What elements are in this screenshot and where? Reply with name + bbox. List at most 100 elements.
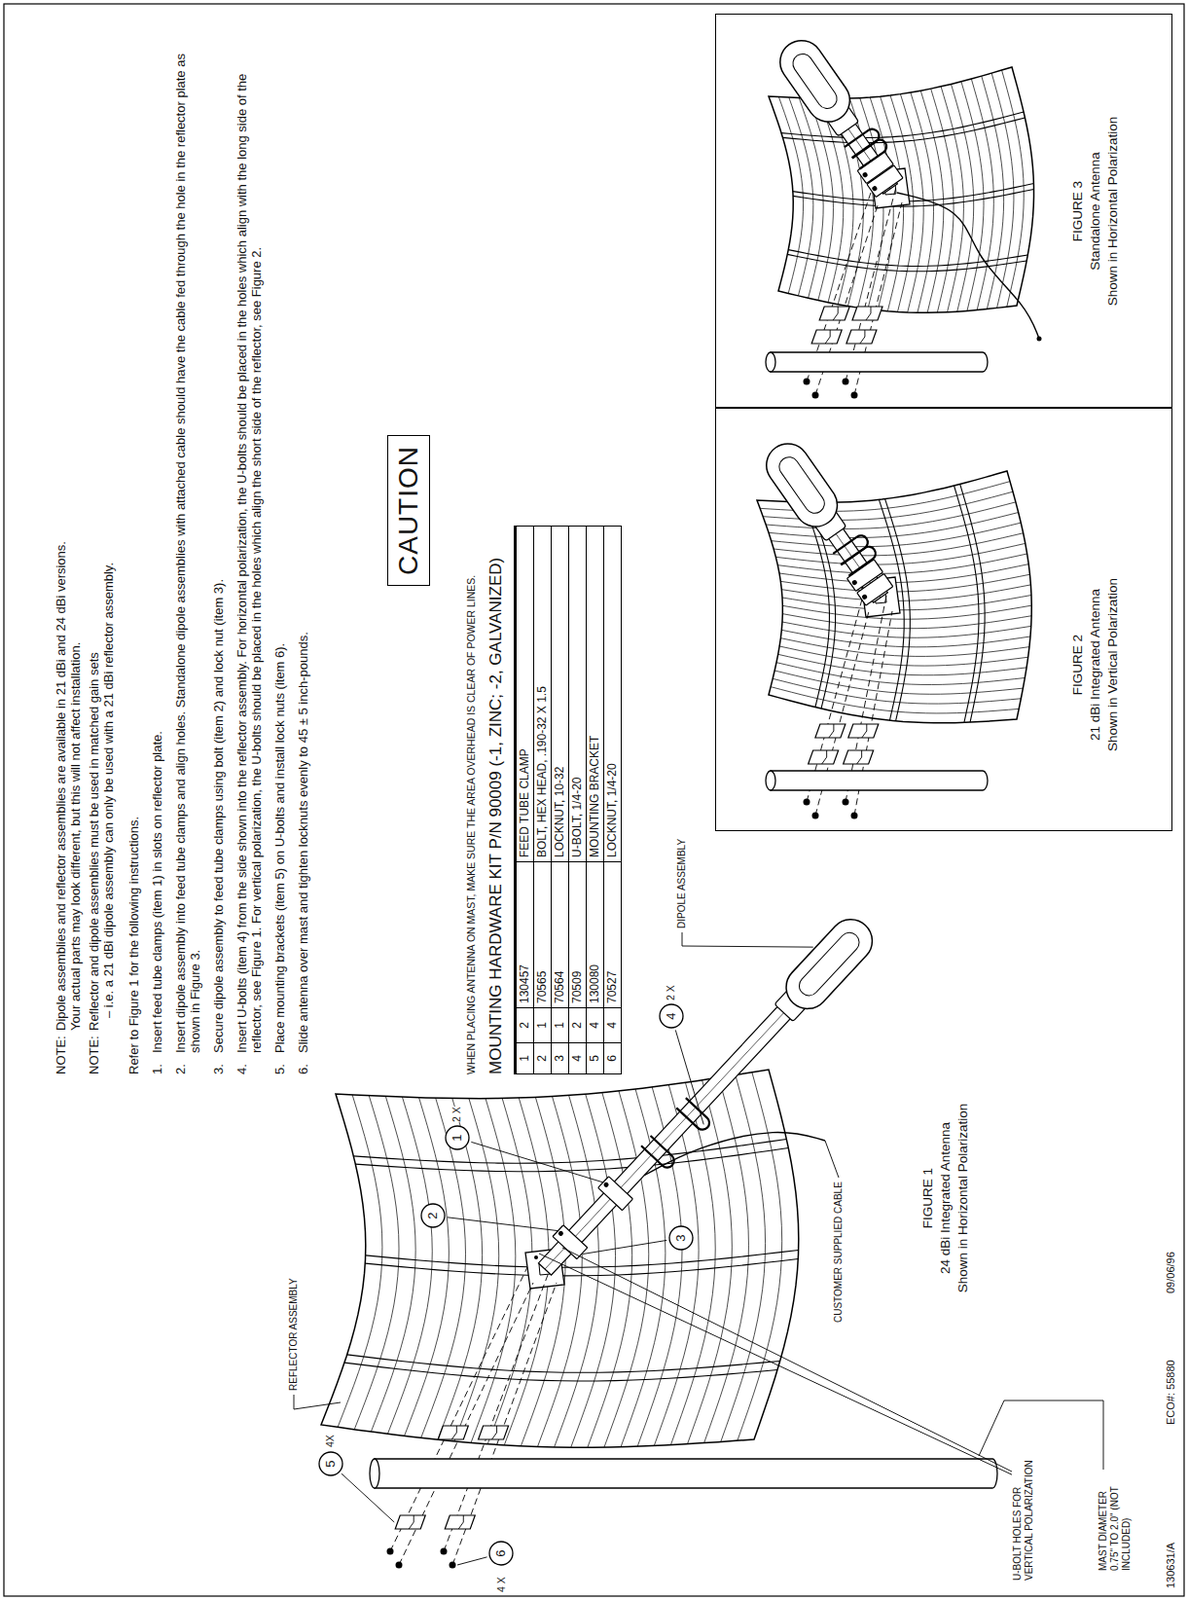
- mast-top: [369, 1458, 380, 1488]
- instruction-text: Reflector and dipole assemblies must be …: [86, 42, 102, 1031]
- table-cell: 2: [533, 1042, 552, 1075]
- leader-line: [539, 1253, 1018, 1477]
- callout-outline: [489, 1541, 513, 1565]
- figure-1-illustration: [321, 910, 998, 1569]
- table-cell: U-BOLT, 1/4-20: [568, 525, 587, 863]
- reflector-rod: [931, 88, 954, 313]
- leader-line: [447, 1217, 559, 1231]
- instruction-text: Insert dipole assembly into feed tube cl…: [173, 42, 203, 1053]
- figure-3-illustration: [765, 32, 1043, 399]
- caution-text: WHEN PLACING ANTENNA ON MAST, MAKE SURE …: [465, 575, 478, 1075]
- table-cell: 3: [550, 1042, 570, 1075]
- reflector-rod: [772, 678, 1021, 704]
- eco-number: ECO#: 55880: [1164, 1359, 1178, 1425]
- lock-nut: [396, 1561, 403, 1569]
- item-marker: 6.: [295, 1052, 311, 1075]
- hardware-table: 12130457FEED TUBE CLAMP2170565BOLT, HEX …: [513, 525, 622, 1075]
- mounting-bracket: [815, 723, 846, 738]
- instruction-row: NOTE:Dipole assemblies and reflector ass…: [53, 42, 69, 1075]
- u-bolt-centerline: [443, 1266, 551, 1551]
- bracket-fold: [408, 1514, 414, 1529]
- table-cell: LOCKNUT, 1/4-20: [603, 525, 622, 863]
- reflector-rod: [780, 638, 1030, 657]
- reflector-rod: [387, 1096, 432, 1434]
- reflector-rod: [604, 1090, 649, 1447]
- table-cell: 2: [515, 1007, 535, 1044]
- clamp-bolt: [870, 184, 878, 192]
- dipole-assembly: [771, 32, 909, 202]
- item-marker: 3.: [211, 1052, 226, 1075]
- reflector-support: [788, 250, 1028, 267]
- u-bolt: [852, 137, 890, 170]
- instruction-row: 5.Place mounting brackets (item 5) on U-…: [272, 42, 288, 1075]
- instruction-row: NOTE:Reflector and dipole assemblies mus…: [86, 42, 102, 1075]
- figure-panel: FIGURE 3Standalone AntennaShown in Horiz…: [715, 13, 1173, 408]
- leader-line: [562, 1247, 1020, 1476]
- reflector-rod: [775, 542, 1025, 565]
- mounting-bracket: [395, 1514, 426, 1529]
- bracket-fold: [825, 329, 830, 344]
- instruction-text: Insert feed tube clamps (item 1) in slot…: [149, 42, 165, 1053]
- mast: [770, 352, 988, 372]
- reflector-supports: [781, 111, 1035, 272]
- table-cell: FEED TUBE CLAMP: [515, 525, 535, 863]
- reflector-support: [960, 483, 985, 722]
- reflector-rod: [782, 595, 1032, 611]
- reflector-support: [792, 188, 1034, 207]
- lock-nut: [842, 378, 850, 386]
- dipole-loop: [777, 910, 882, 1018]
- u-bolt: [676, 1097, 713, 1132]
- reflector-rod: [520, 1096, 566, 1445]
- dipole-loop-inner: [794, 928, 864, 1000]
- mast: [374, 1458, 998, 1488]
- item-marker: 2.: [173, 1052, 203, 1075]
- quantity-note: 2 X: [450, 1106, 464, 1122]
- u-bolt: [641, 1135, 678, 1170]
- leader-line: [470, 1141, 604, 1182]
- table-cell: 70564: [550, 861, 570, 1008]
- bracket-fold: [828, 723, 834, 738]
- table-cell: MOUNTING BRACKET: [585, 525, 605, 863]
- instruction-row: 2.Insert dipole assembly into feed tube …: [173, 42, 203, 1075]
- callout-bubble: 4: [658, 1003, 684, 1029]
- leader-lines: [293, 932, 1104, 1565]
- mounting-bracket: [819, 306, 850, 321]
- mounting-bracket: [811, 329, 842, 344]
- quantity-note: 4X: [324, 1434, 337, 1447]
- lock-nut: [851, 812, 859, 820]
- dipole-loop: [771, 32, 859, 131]
- part-name: U-BOLT HOLES FOR VERTICAL POLARIZATION: [1011, 1443, 1036, 1581]
- reflector-rod: [782, 621, 1032, 638]
- lock-nut: [842, 798, 850, 806]
- callout-number: 6: [488, 1540, 514, 1566]
- table-cell: 70509: [568, 861, 587, 1008]
- callout-outline: [659, 1004, 684, 1028]
- drawing-number: 130631/A: [1164, 1542, 1178, 1588]
- instruction-text: Dipole assemblies and reflector assembli…: [53, 42, 69, 1031]
- mounting-bracket: [846, 329, 877, 344]
- instruction-row: Your actual parts may look different, bu…: [68, 42, 83, 1075]
- reflector-supports: [344, 1138, 799, 1381]
- leader-line: [978, 1400, 1104, 1470]
- instruction-text: Insert U-bolts (item 4) from the side sh…: [234, 42, 264, 1053]
- callout-outline: [421, 1203, 445, 1227]
- reflector-support: [347, 1354, 781, 1372]
- mounting-bracket: [852, 306, 883, 321]
- instructions: NOTE:Dipole assemblies and reflector ass…: [53, 42, 311, 1075]
- reflector-support: [954, 485, 979, 722]
- table-cell: 130457: [515, 861, 535, 1008]
- bracket-fold: [458, 1514, 464, 1529]
- instruction-row: 3.Secure dipole assembly to feed tube cl…: [211, 42, 226, 1075]
- lock-nut: [449, 1561, 457, 1569]
- reflector-rod: [404, 1097, 450, 1437]
- reflector-rod: [337, 1094, 383, 1428]
- callout-number: 4: [658, 1003, 684, 1029]
- u-bolt-centerline: [390, 1266, 528, 1551]
- dipole-assembly: [757, 434, 900, 611]
- table-cell: BOLT, HEX HEAD, .190-32 X 1.5: [533, 525, 552, 863]
- reflector-rod: [781, 629, 1031, 647]
- clamp-bolt: [557, 1229, 565, 1237]
- mast-top: [765, 770, 776, 791]
- callout-number: 3: [668, 1224, 694, 1251]
